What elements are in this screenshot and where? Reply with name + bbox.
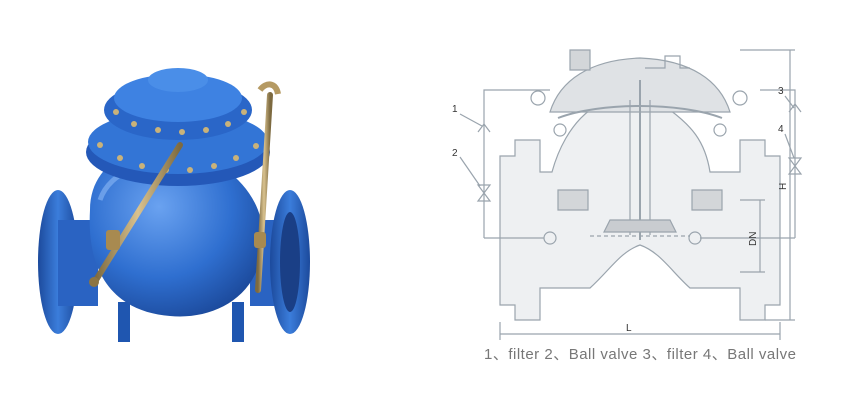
drawing-disc — [603, 219, 677, 233]
dimension-L-label: L — [626, 323, 632, 334]
pilot-fitting-right — [254, 232, 266, 248]
valve-foot-left — [118, 302, 130, 342]
callout-4: 4 — [778, 124, 784, 135]
callout-1: 1 — [452, 104, 458, 115]
drawing-filter-1 — [477, 123, 491, 133]
drawing-pilot-line-right — [760, 89, 796, 238]
drawing-ball-valve-2 — [476, 184, 492, 202]
drawing-legend-caption: 1、filter 2、Ball valve 3、filter 4、Ball va… — [484, 346, 797, 363]
drawing-filter-3 — [788, 103, 802, 113]
callout-3: 3 — [778, 86, 784, 97]
valve-photo — [38, 68, 310, 342]
callout-2: 2 — [452, 148, 458, 159]
drawing-ball-valve-4 — [787, 157, 803, 175]
valve-body — [89, 147, 264, 317]
pilot-pipe-right — [255, 92, 273, 293]
pilot-fitting-left — [106, 230, 120, 250]
valve-foot-right — [232, 302, 244, 342]
dimension-H-label: H — [778, 183, 789, 190]
valve-technical-drawing: 1 2 3 4 L H DN — [452, 49, 803, 340]
drawing-pilot-line-left — [483, 89, 550, 238]
dimension-DN-label: DN — [748, 232, 759, 246]
pilot-pipe-left — [93, 142, 183, 283]
